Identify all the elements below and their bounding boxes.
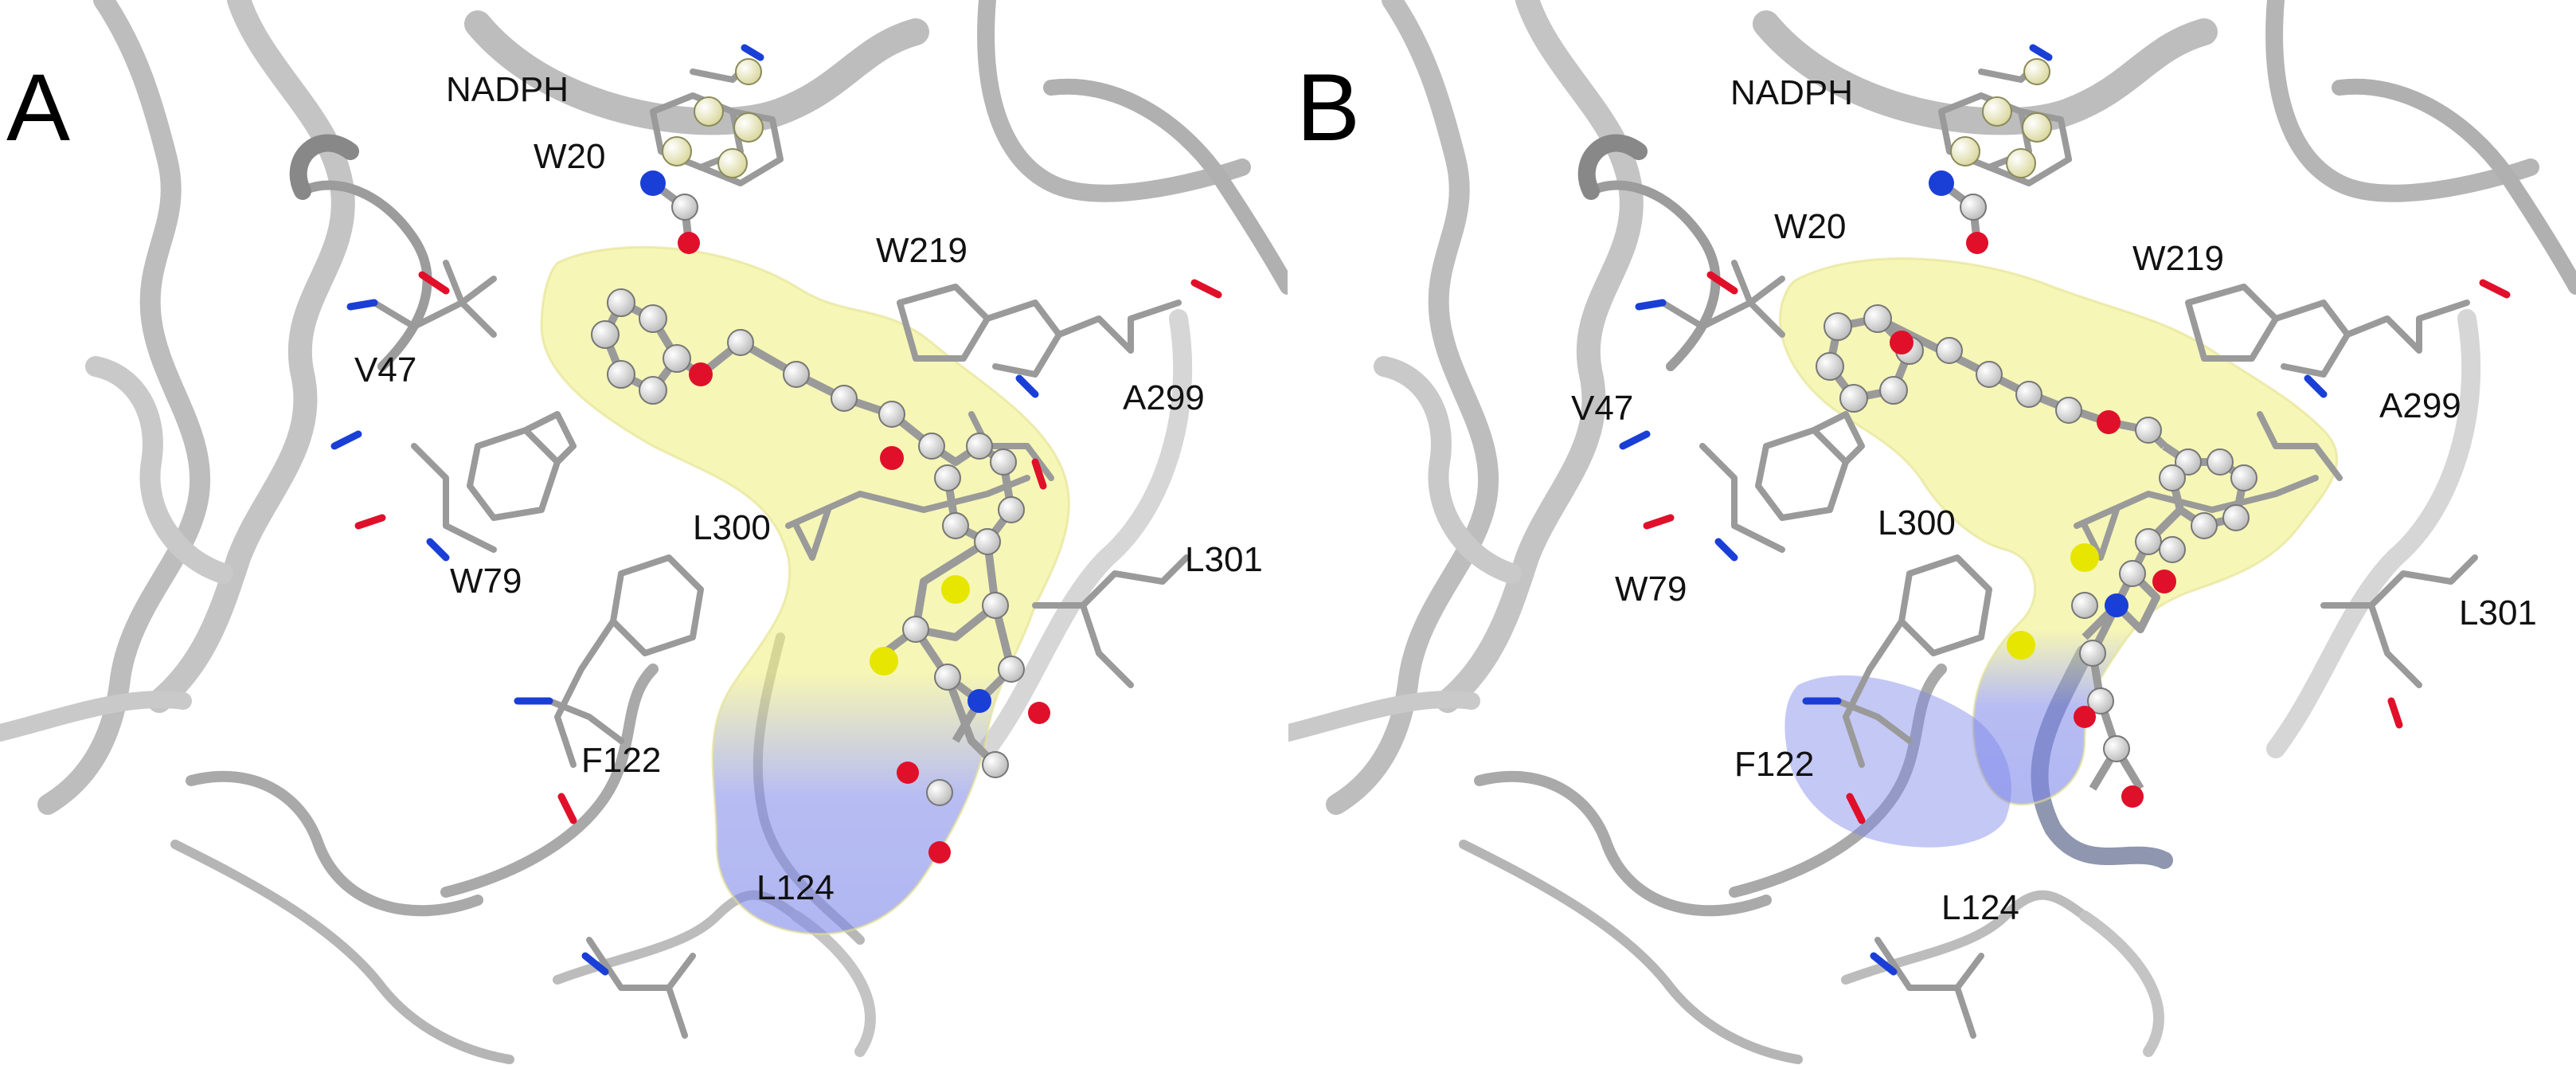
panel-a: A NADPH W20 W219 V47 A299 L300 W79 L301 … — [0, 0, 1288, 1064]
label-l124: L124 — [756, 868, 835, 907]
label-l300: L300 — [1878, 503, 1956, 542]
panel-a-structure — [0, 0, 1288, 1064]
panel-b-structure — [1288, 0, 2576, 1064]
label-v47: V47 — [354, 350, 417, 390]
label-l301: L301 — [2459, 593, 2537, 632]
label-l301: L301 — [1185, 540, 1263, 579]
binding-surface-lower — [1784, 675, 2011, 848]
label-f122: F122 — [1734, 745, 1815, 784]
residue-sticks — [1659, 61, 2478, 1039]
panel-letter: A — [6, 54, 71, 161]
ligand — [591, 288, 1050, 863]
nadph-atoms — [1929, 58, 2052, 254]
label-w219: W219 — [2132, 239, 2224, 278]
label-w79: W79 — [450, 562, 522, 601]
label-nadph: NADPH — [1730, 73, 1854, 112]
label-a299: A299 — [1123, 378, 1205, 417]
panel-letter: B — [1296, 54, 1361, 161]
binding-surface — [540, 245, 1070, 935]
label-f122: F122 — [581, 741, 662, 780]
label-l124: L124 — [1941, 888, 2019, 927]
label-w219: W219 — [876, 231, 967, 270]
ligand — [1816, 304, 2257, 808]
label-w79: W79 — [1615, 570, 1687, 609]
heteroatom-sticks — [330, 44, 1222, 976]
heteroatom-sticks — [1619, 44, 2511, 976]
panel-b: B NADPH W20 W219 V47 A299 L300 W79 L301 … — [1288, 0, 2576, 1069]
label-nadph: NADPH — [446, 70, 569, 109]
binding-surface — [1779, 257, 2339, 806]
label-v47: V47 — [1571, 389, 1634, 428]
label-w20: W20 — [534, 137, 606, 176]
label-w20: W20 — [1774, 207, 1847, 246]
protein-ribbon — [0, 0, 1288, 1064]
label-a299: A299 — [2379, 386, 2461, 425]
label-l300: L300 — [693, 508, 771, 547]
nadph-atoms — [640, 58, 764, 254]
